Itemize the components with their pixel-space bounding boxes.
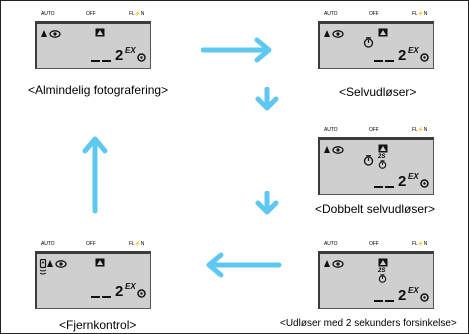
arrow-up [82,136,108,214]
frame-counter-suffix: EX [408,46,419,55]
exposure-target-icon [420,179,429,188]
caption-two-second-delay: <Udløser med 2 sekunders forsinkelse> [280,318,457,329]
mode-auto-label: AUTO [324,241,338,247]
film-loaded-icon [95,28,105,37]
lcd-display: 2S 2 EX [318,251,434,309]
counter-dash [102,296,111,298]
counter-dash [385,300,394,302]
self-timer-icon [363,37,374,48]
lcd-display: 2S 2 EX [318,137,434,195]
caption-double-self-timer: <Dobbelt selvudløser> [315,202,436,216]
mode-bar: AUTO OFF FL⚡N [318,9,434,21]
mode-flash-label: FL⚡N [412,11,428,17]
mode-flash-label: FL⚡N [412,241,428,247]
film-loaded-icon [378,144,388,153]
mode-bar: AUTO OFF FL⚡N [318,125,434,137]
panel-double-self-timer: AUTO OFF FL⚡N 2S [318,125,434,195]
counter-dash [102,60,111,62]
counter-dash [374,300,383,302]
arrow-left [206,252,282,278]
mode-auto-label: AUTO [324,11,338,17]
caption-normal: <Almindelig fotografering> [28,83,169,97]
frame-counter-suffix: EX [408,286,419,295]
frame-counter-digit: 2 [398,47,407,64]
delay-label: 2S [378,268,386,274]
mode-flash-label: FL⚡N [129,11,145,17]
exposure-target-icon [420,53,429,62]
red-eye-mode-icon [41,30,61,38]
arrow-right [201,37,272,63]
panel-remote: AUTO OFF FL⚡N 2 EX [35,239,151,309]
frame-counter-suffix: EX [125,46,136,55]
film-loaded-icon [378,28,388,37]
counter-dash [91,60,100,62]
mode-bar: AUTO OFF FL⚡N [318,239,434,251]
remote-control-icon [39,259,47,275]
red-eye-mode-icon [324,30,344,38]
delay-label: 2S [378,154,386,160]
frame-counter-suffix: EX [125,282,136,291]
mode-auto-label: AUTO [324,127,338,133]
frame-counter-suffix: EX [408,172,419,181]
counter-dash [374,60,383,62]
self-timer-small-icon [378,160,387,169]
mode-auto-label: AUTO [41,241,55,247]
exposure-target-icon [137,289,146,298]
exposure-target-icon [137,53,146,62]
caption-remote: <Fjernkontrol> [59,318,137,332]
self-timer-icon [363,155,374,166]
mode-off-label: OFF [369,11,379,17]
red-eye-mode-icon [47,260,67,268]
mode-off-label: OFF [369,127,379,133]
film-loaded-icon [95,258,105,267]
lcd-display: 2 EX [318,21,434,69]
panel-two-second-delay: AUTO OFF FL⚡N 2S 2 EX [318,239,434,309]
lcd-display: 2 EX [35,21,151,69]
mode-auto-label: AUTO [41,11,55,17]
mode-off-label: OFF [369,241,379,247]
counter-dash [374,186,383,188]
exposure-target-icon [420,293,429,302]
self-timer-small-icon [378,274,387,283]
caption-self-timer: <Selvudløser> [339,85,417,99]
red-eye-mode-icon [324,260,344,268]
frame-counter-digit: 2 [115,283,124,300]
counter-dash [385,186,394,188]
frame-counter-digit: 2 [398,173,407,190]
mode-flash-label: FL⚡N [412,127,428,133]
frame-counter-digit: 2 [398,287,407,304]
mode-off-label: OFF [86,241,96,247]
panel-normal: AUTO OFF FL⚡N 2 EX [35,9,151,69]
mode-bar: AUTO OFF FL⚡N [35,9,151,21]
arrow-down [255,87,279,111]
counter-dash [91,296,100,298]
mode-bar: AUTO OFF FL⚡N [35,239,151,251]
counter-dash [385,60,394,62]
lcd-display: 2 EX [35,251,151,309]
mode-off-label: OFF [86,11,96,17]
arrow-down [255,191,279,215]
film-loaded-icon [378,258,388,267]
panel-self-timer: AUTO OFF FL⚡N 2 EX [318,9,434,69]
frame-counter-digit: 2 [115,47,124,64]
mode-flash-label: FL⚡N [129,241,145,247]
red-eye-mode-icon [324,146,344,154]
